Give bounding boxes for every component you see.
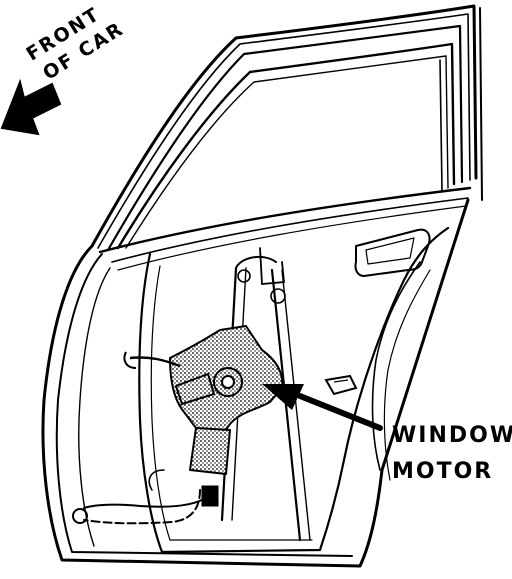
trim-clip xyxy=(324,374,358,396)
window-regulator xyxy=(123,325,284,475)
arrow-left-icon xyxy=(0,78,62,136)
door-shell xyxy=(41,198,470,568)
motor-label-line-2: MOTOR xyxy=(392,459,494,484)
door-handle-recess xyxy=(354,228,431,277)
window-frame xyxy=(90,4,483,271)
motor-label-line-1: WINDOW xyxy=(392,423,512,448)
window-motor-label: WINDOW MOTOR xyxy=(392,418,512,490)
arrow-pointer-icon xyxy=(262,384,383,431)
wiring-harness xyxy=(72,469,219,525)
